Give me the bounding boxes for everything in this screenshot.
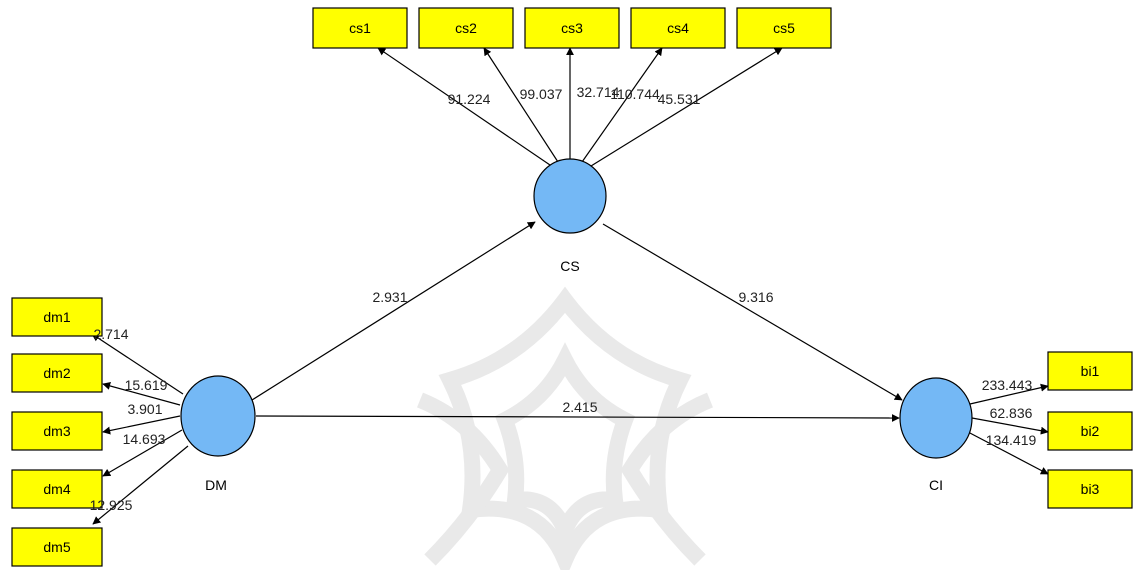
indicator-bi3-label: bi3	[1081, 481, 1100, 497]
indicator-dm3-label: dm3	[43, 423, 70, 439]
edge-dm-dm2	[102, 382, 181, 406]
latent-dm-label: DM	[205, 477, 227, 493]
edges	[91, 47, 1049, 525]
watermark-logo	[416, 286, 714, 570]
loading-bi1: 233.443	[982, 377, 1033, 393]
indicator-dm2-label: dm2	[43, 365, 70, 381]
edge-ci-bi1	[969, 383, 1049, 405]
indicator-cs2[interactable]: cs2	[418, 7, 514, 49]
edge-ci-bi2	[971, 417, 1049, 435]
edge-dm-ci	[255, 413, 900, 422]
loading-cs1: 91.224	[448, 91, 491, 107]
latent-dm[interactable]: DM	[180, 375, 256, 493]
indicator-cs2-label: cs2	[455, 20, 477, 36]
edge-cs-ci	[602, 223, 903, 401]
indicator-cs4-label: cs4	[667, 20, 689, 36]
indicator-bi1[interactable]: bi1	[1047, 351, 1133, 391]
edge-dm-dm1	[91, 333, 184, 395]
loading-dm5: 12.925	[90, 497, 133, 513]
loading-dm2: 15.619	[125, 377, 168, 393]
edge-dm-cs	[251, 221, 536, 401]
edge-cs-cs2	[483, 47, 559, 163]
loading-cs2: 99.037	[520, 86, 563, 102]
indicator-bi1-label: bi1	[1081, 363, 1100, 379]
loading-bi3: 134.419	[986, 432, 1037, 448]
indicator-cs3[interactable]: cs3	[524, 7, 620, 49]
indicator-cs5[interactable]: cs5	[736, 7, 832, 49]
loading-cs4: 110.744	[610, 86, 660, 102]
edge-cs-cs4	[581, 47, 663, 163]
edge-dm-dm3	[102, 415, 181, 435]
loading-cs5: 45.531	[658, 91, 701, 107]
indicator-dm1-label: dm1	[43, 309, 70, 325]
coef-dm-ci: 2.415	[562, 399, 597, 415]
loading-bi2: 62.836	[990, 405, 1033, 421]
edge-dm-dm4	[102, 429, 183, 477]
latent-cs[interactable]: CS	[533, 158, 607, 274]
indicator-cs4[interactable]: cs4	[630, 7, 726, 49]
indicator-bi2-label: bi2	[1081, 423, 1100, 439]
indicator-dm4-label: dm4	[43, 481, 70, 497]
indicator-cs1-label: cs1	[349, 20, 371, 36]
loading-cs3: 32.714	[577, 84, 620, 100]
indicator-dm4[interactable]: dm4	[11, 469, 103, 509]
edge-cs-cs5	[590, 47, 783, 167]
indicator-bi3[interactable]: bi3	[1047, 469, 1133, 509]
loading-dm3: 3.901	[127, 401, 162, 417]
latent-ci[interactable]: CI	[899, 377, 973, 493]
indicator-dm5[interactable]: dm5	[11, 527, 103, 567]
indicator-dm1[interactable]: dm1	[11, 297, 103, 337]
edge-ci-bi3	[967, 431, 1049, 475]
latent-cs-label: CS	[560, 258, 579, 274]
edge-cs-cs1	[377, 47, 551, 166]
indicator-cs3-label: cs3	[561, 20, 583, 36]
indicator-bi2[interactable]: bi2	[1047, 411, 1133, 451]
coef-cs-ci: 9.316	[738, 289, 773, 305]
latent-ci-label: CI	[929, 477, 943, 493]
indicator-dm2[interactable]: dm2	[11, 353, 103, 393]
indicator-dm3[interactable]: dm3	[11, 411, 103, 451]
indicator-dm5-label: dm5	[43, 539, 70, 555]
loading-dm1: 2.714	[93, 326, 128, 342]
loading-dm4: 14.693	[123, 431, 166, 447]
coef-dm-cs: 2.931	[372, 289, 407, 305]
indicator-cs5-label: cs5	[773, 20, 795, 36]
coefficient-labels: 2.931 9.316 2.415 91.224 99.037 32.714 1…	[90, 84, 1037, 513]
indicator-cs1[interactable]: cs1	[312, 7, 408, 49]
edge-dm-dm5	[92, 445, 189, 525]
